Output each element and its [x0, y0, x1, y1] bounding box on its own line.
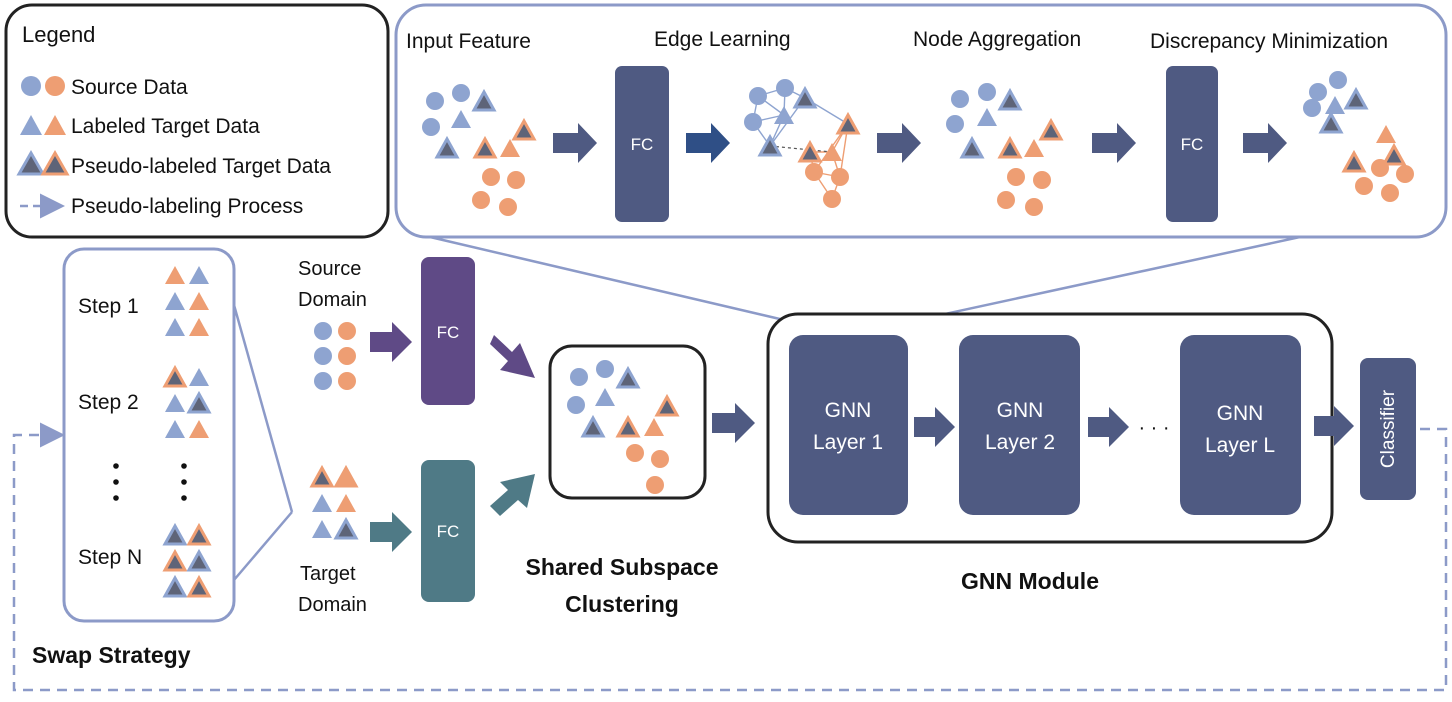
classifier-box: [1360, 358, 1416, 500]
shared-subspace-title-line2: Clustering: [565, 591, 679, 617]
legend-title: Legend: [22, 22, 95, 47]
source-domain-label-line1: Source: [298, 258, 361, 280]
target-fc-box: [421, 460, 475, 602]
legend-source-label: Source Data: [71, 76, 188, 99]
step-1-triangles: [165, 266, 209, 336]
legend-source-icon: [21, 76, 65, 96]
legend-labeled-target-label: Labeled Target Data: [71, 115, 260, 138]
legend-pseudo-process-label: Pseudo-labeling Process: [71, 195, 303, 218]
target-domain-group: Target Domain FC: [298, 460, 535, 616]
stage-discrepancy-minimization: Discrepancy Minimization: [1150, 30, 1388, 53]
arrow-fc-to-edge: [686, 123, 730, 163]
pseudo-labeling-loop-line: [12, 422, 1448, 692]
arrow-fc-to-discrepancy: [1243, 123, 1287, 163]
target-domain-label-line1: Target: [300, 563, 356, 585]
source-domain-label-line2: Domain: [298, 289, 367, 311]
top-fc-label-2: FC: [1181, 135, 1204, 154]
shared-subspace-cluster: [567, 360, 680, 494]
shared-subspace-title-line1: Shared Subspace: [525, 554, 718, 580]
gnn-module: GNN Layer 1 GNN Layer 2 · · · GNN Layer …: [766, 312, 1334, 594]
edge-learning-graph: [744, 79, 861, 208]
source-fc-label: FC: [437, 323, 460, 342]
stage-edge-learning: Edge Learning: [654, 28, 791, 51]
classifier-label: Classifier: [1378, 389, 1399, 468]
legend-box: Legend Source Data Labeled Target Data P…: [4, 3, 390, 239]
shared-subspace-group: Shared Subspace Clustering: [525, 344, 719, 617]
legend-pseudo-target-label: Pseudo-labeled Target Data: [71, 155, 331, 178]
gnn-layer-1-box: [789, 335, 908, 515]
arrow-edge-to-node: [877, 123, 921, 163]
target-domain-label-line2: Domain: [298, 594, 367, 616]
arrow-source-fc-to-subspace: [490, 335, 535, 378]
legend-pseudo-target-icon: [16, 149, 70, 176]
zoom-line-left: [429, 235, 849, 337]
step-n-label: Step N: [78, 546, 142, 569]
gnn-layer-l-line1: GNN: [1217, 402, 1264, 425]
step-2-triangles: [162, 364, 212, 438]
gnn-layer-2-line2: Layer 2: [985, 431, 1055, 454]
target-domain-triangles: [309, 464, 359, 540]
step-ellipsis-dots: [113, 463, 187, 501]
arrow-target-fc-to-subspace: [490, 474, 535, 516]
gnn-layer-2-line1: GNN: [997, 399, 1044, 422]
step-n-triangles: [162, 522, 212, 598]
input-feature-cluster: [422, 84, 537, 216]
top-fc-box-1: [615, 66, 669, 222]
target-fc-label: FC: [437, 522, 460, 541]
step-1-label: Step 1: [78, 295, 139, 318]
arrow-gnn2-to-dots: [1088, 407, 1129, 447]
arrow-subspace-to-gnn: [712, 403, 755, 443]
stage-input-feature: Input Feature: [406, 30, 531, 53]
node-aggregation-cluster: [946, 83, 1064, 216]
top-fc-box-2: [1166, 66, 1218, 222]
top-detail-panel: Input Feature Edge Learning Node Aggrega…: [394, 3, 1448, 337]
source-domain-dots: [314, 322, 356, 390]
stage-node-aggregation: Node Aggregation: [913, 28, 1081, 51]
swap-zoom-line-top: [232, 304, 294, 513]
swap-strategy-panel: Step 1 Step 2 Step N: [32, 247, 294, 668]
source-domain-group: Source Domain FC: [298, 257, 535, 405]
gnn-layer-l-box: [1180, 335, 1301, 515]
gnn-layer-l-line2: Layer L: [1205, 434, 1275, 457]
gnn-layer-1-line2: Layer 1: [813, 431, 883, 454]
gnn-module-title: GNN Module: [961, 568, 1099, 594]
gnn-layer-1-line1: GNN: [825, 399, 872, 422]
discrepancy-cluster: [1303, 71, 1414, 202]
arrow-source-to-fc: [370, 322, 412, 362]
arrow-target-to-fc: [370, 512, 412, 552]
gnn-layer-2-box: [959, 335, 1080, 515]
arrow-node-to-fc: [1092, 123, 1136, 163]
swap-strategy-title: Swap Strategy: [32, 642, 191, 668]
step-2-label: Step 2: [78, 391, 139, 414]
gnn-ellipsis: · · ·: [1138, 417, 1169, 439]
top-fc-label-1: FC: [631, 135, 654, 154]
arrow-gnn1-to-gnn2: [914, 407, 955, 447]
arrow-gnn-to-classifier: [1314, 406, 1354, 446]
arrow-input-to-fc: [553, 123, 597, 163]
source-fc-box: [421, 257, 475, 405]
legend-labeled-target-icon: [20, 115, 66, 135]
swap-zoom-line-bottom: [233, 511, 293, 581]
